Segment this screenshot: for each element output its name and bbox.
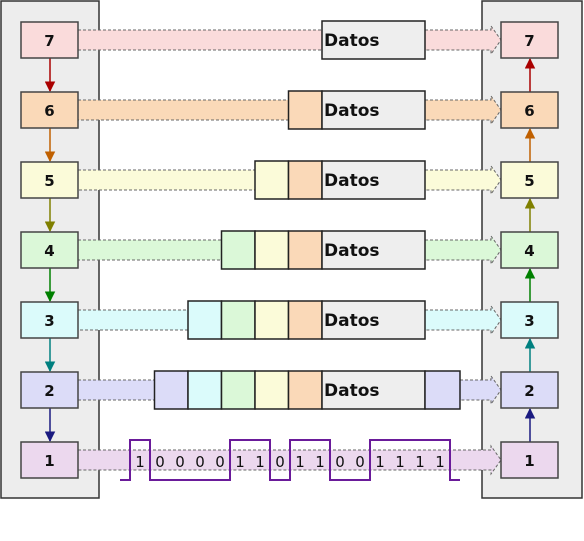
frame-header-cell <box>187 300 223 340</box>
bit-label: 0 <box>155 453 165 471</box>
transfer-arrow-left <box>77 239 222 261</box>
transfer-arrow-right <box>424 164 502 196</box>
frame-header-cell <box>220 370 256 410</box>
bit-label: 1 <box>295 453 305 471</box>
receiver-layer-box <box>500 301 559 339</box>
transfer-arrow-left <box>77 379 155 401</box>
frame-header-cell <box>220 230 256 270</box>
sender-layer-box <box>20 371 79 409</box>
bit-label: 1 <box>235 453 245 471</box>
frame-header-cell <box>254 230 290 270</box>
frame-header-cell <box>153 370 189 410</box>
sender-layer-box <box>20 231 79 269</box>
bit-label: 1 <box>135 453 145 471</box>
receiver-layer-label: 2 <box>524 382 534 400</box>
frame-header-cell <box>254 370 290 410</box>
receiver-layer-label: 3 <box>524 312 534 330</box>
bit-label: 0 <box>335 453 345 471</box>
frame-payload-cell <box>321 160 426 200</box>
transfer-arrow-right <box>459 374 502 406</box>
transfer-arrow-right <box>424 24 502 56</box>
receiver-layer-box <box>500 231 559 269</box>
transfer-arrow-right <box>424 234 502 266</box>
bit-label: 0 <box>175 453 185 471</box>
bit-label: 1 <box>415 453 425 471</box>
receiver-layer-box <box>500 91 559 129</box>
bit-label: 1 <box>315 453 325 471</box>
transfer-arrow-left <box>77 309 189 331</box>
bit-label: 0 <box>195 453 205 471</box>
bit-label: 0 <box>275 453 285 471</box>
receiver-layer-label: 1 <box>524 452 534 470</box>
sender-layer-label: 5 <box>44 172 54 190</box>
sender-layer-label: 1 <box>44 452 54 470</box>
receiver-layer-label: 7 <box>524 32 534 50</box>
frame-payload-cell <box>321 370 426 410</box>
bit-label: 1 <box>435 453 445 471</box>
frame-header-cell <box>254 160 290 200</box>
bit-signal-waveform <box>120 439 460 481</box>
bit-label: 1 <box>255 453 265 471</box>
transfer-arrow-left <box>77 169 256 191</box>
sender-layer-box <box>20 91 79 129</box>
frame-payload-label: Datos <box>324 31 380 51</box>
transfer-arrow-right <box>424 304 502 336</box>
frame-header-cell <box>287 370 323 410</box>
bit-label: 1 <box>395 453 405 471</box>
sender-layer-box <box>20 441 79 479</box>
frame-payload-cell <box>321 300 426 340</box>
receiver-layer-label: 5 <box>524 172 534 190</box>
sender-layer-label: 3 <box>44 312 54 330</box>
transfer-arrow-right <box>424 94 502 126</box>
transfer-arrow-left <box>77 29 323 51</box>
frame-trailer-cell <box>424 370 461 410</box>
frame-header-cell <box>220 300 256 340</box>
sender-layer-box <box>20 21 79 59</box>
receiver-layer-label: 6 <box>524 102 534 120</box>
receiver-layer-box <box>500 21 559 59</box>
frame-header-cell <box>287 160 323 200</box>
sender-layer-label: 2 <box>44 382 54 400</box>
transfer-arrow-left <box>77 99 289 121</box>
frame-payload-label: Datos <box>324 381 380 401</box>
frame-payload-label: Datos <box>324 101 380 121</box>
frame-header-cell <box>187 370 223 410</box>
frame-payload-cell <box>321 20 426 60</box>
receiver-layer-box <box>500 161 559 199</box>
receiver-layer-label: 4 <box>524 242 534 260</box>
bit-label: 0 <box>215 453 225 471</box>
sender-layer-label: 7 <box>44 32 54 50</box>
frame-payload-cell <box>321 230 426 270</box>
frame-payload-label: Datos <box>324 171 380 191</box>
receiver-layer-box <box>500 441 559 479</box>
bit-label: 0 <box>355 453 365 471</box>
sender-layer-label: 6 <box>44 102 54 120</box>
sender-layer-label: 4 <box>44 242 54 260</box>
frame-payload-cell <box>321 90 426 130</box>
stack-arrows <box>44 57 536 443</box>
frame-header-cell <box>287 230 323 270</box>
frame-payload-label: Datos <box>324 311 380 331</box>
sender-layer-box <box>20 161 79 199</box>
bit-label: 1 <box>375 453 385 471</box>
frame-header-cell <box>287 90 323 130</box>
frame-header-cell <box>254 300 290 340</box>
sender-layer-box <box>20 301 79 339</box>
frame-header-cell <box>287 300 323 340</box>
receiver-layer-box <box>500 371 559 409</box>
frame-payload-label: Datos <box>324 241 380 261</box>
